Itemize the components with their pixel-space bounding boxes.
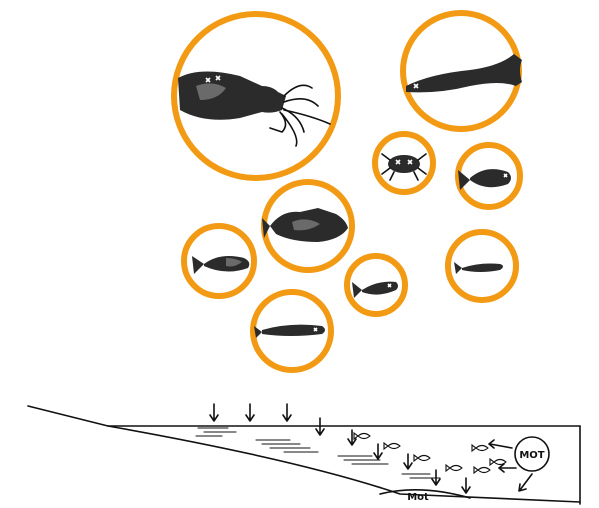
fish-symbols (354, 433, 506, 473)
water-column-sketch: MOT Mot (28, 404, 580, 504)
eel-circle (403, 13, 522, 129)
small-fish-left-circle (184, 226, 254, 296)
small-fish-center-circle (347, 256, 405, 314)
pipefish-circle (253, 292, 331, 370)
mot-bottom-label: Mot (407, 492, 429, 503)
down-arrows (210, 404, 470, 493)
slender-fish-circle (448, 232, 516, 300)
mot-circle-label: MOT (519, 450, 544, 461)
flatfish-circle (458, 145, 520, 207)
crab-circle (375, 134, 433, 192)
squid-circle (174, 14, 338, 178)
rockfish-circle (262, 182, 352, 270)
